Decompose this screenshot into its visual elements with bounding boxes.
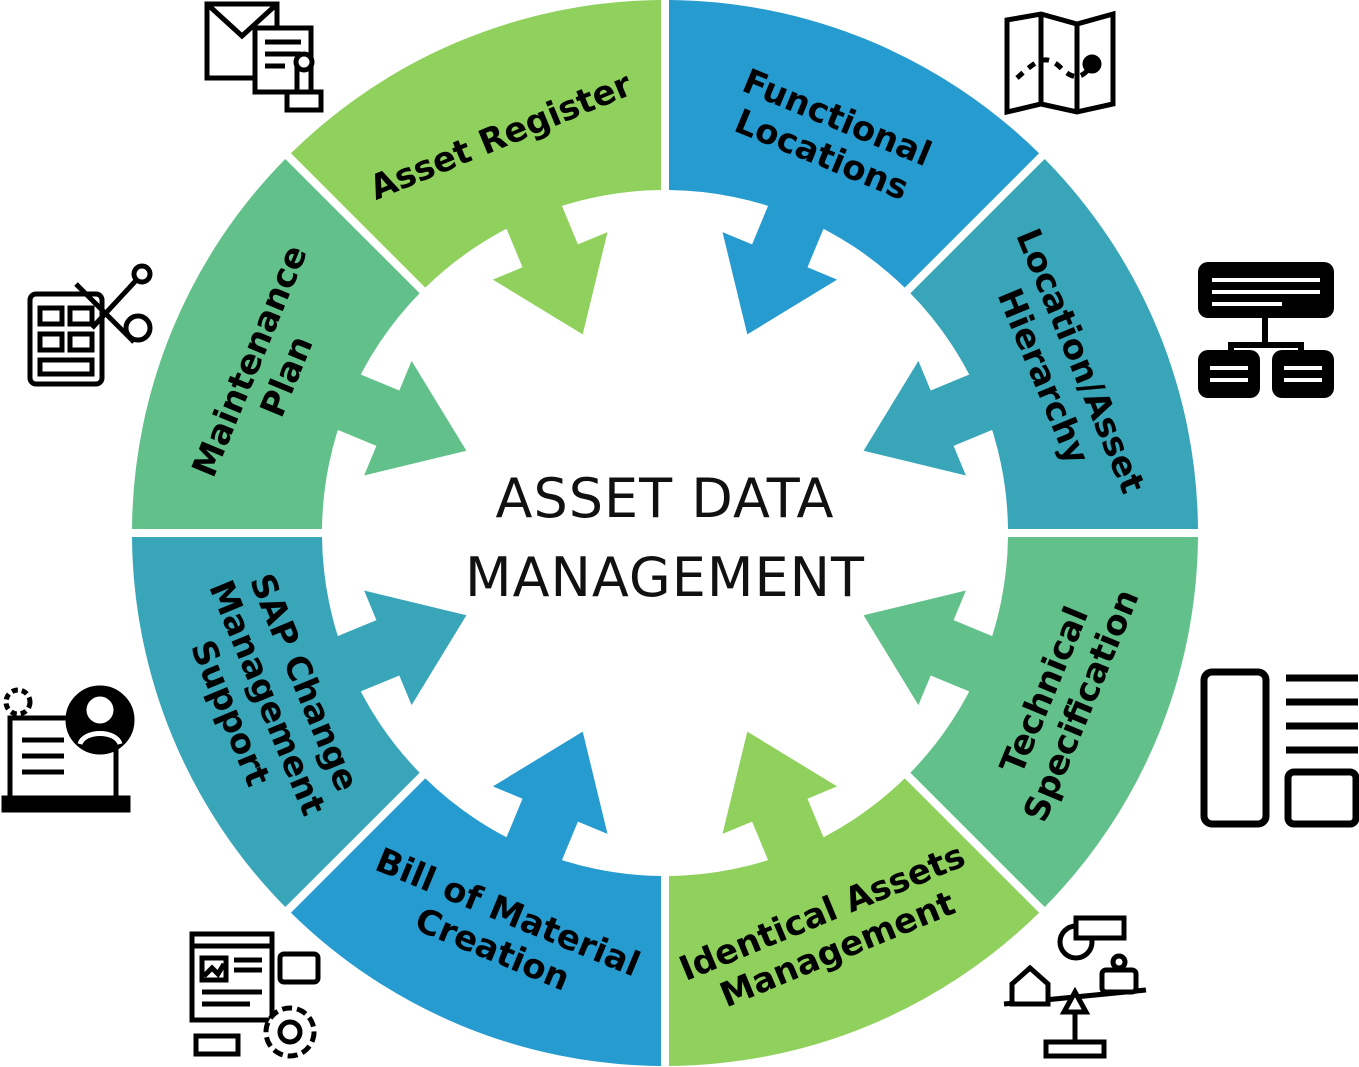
hierarchy-tree-icon [1198,262,1334,398]
arrow-shape-functional-locations [722,179,838,335]
center-title-line-1: ASSET DATA [496,467,835,530]
arrow-shape-technical-specification [863,590,1019,706]
arrow-functional-locations [722,179,838,335]
arrow-shape-location-asset-hierarchy [863,360,1019,476]
tools-panel-icon [27,263,153,387]
center-title-line-2: MANAGEMENT [465,546,865,609]
balance-scale-assets-icon [1003,915,1147,1059]
laptop-support-icon [1,685,135,813]
segment-location-asset-hierarchy [910,158,1198,530]
arrow-shape-sap-change-management-support [311,590,467,706]
arrow-shape-bill-of-material-creation [492,731,608,887]
arrow-asset-register [492,179,608,335]
segment-technical-specification [910,537,1198,908]
segment-functional-locations [669,0,1040,288]
arrow-sap-change-management-support [311,590,467,706]
wheel-arrows [311,179,1019,887]
arrow-bill-of-material-creation [492,731,608,887]
segment-bill-of-material-creation [290,778,661,1066]
arrow-shape-asset-register [492,179,608,335]
spec-layout-icon [1200,668,1359,828]
wheel-segments [132,0,1198,1066]
arrow-maintenance-plan [311,360,467,476]
arrow-shape-identical-assets-management [722,731,838,887]
segment-identical-assets-management [669,778,1040,1066]
arrow-location-asset-hierarchy [863,360,1019,476]
segment-asset-register [290,0,661,288]
segment-sap-change-management-support [132,537,420,908]
documents-stamp-icon [204,1,324,113]
dashboard-gear-icon [189,931,321,1059]
arrow-identical-assets-management [722,731,838,887]
arrow-technical-specification [863,590,1019,706]
map-route-icon [1004,10,1116,116]
segment-maintenance-plan [132,158,420,530]
center-title: ASSET DATA MANAGEMENT [465,467,865,609]
arrow-shape-maintenance-plan [311,360,467,476]
